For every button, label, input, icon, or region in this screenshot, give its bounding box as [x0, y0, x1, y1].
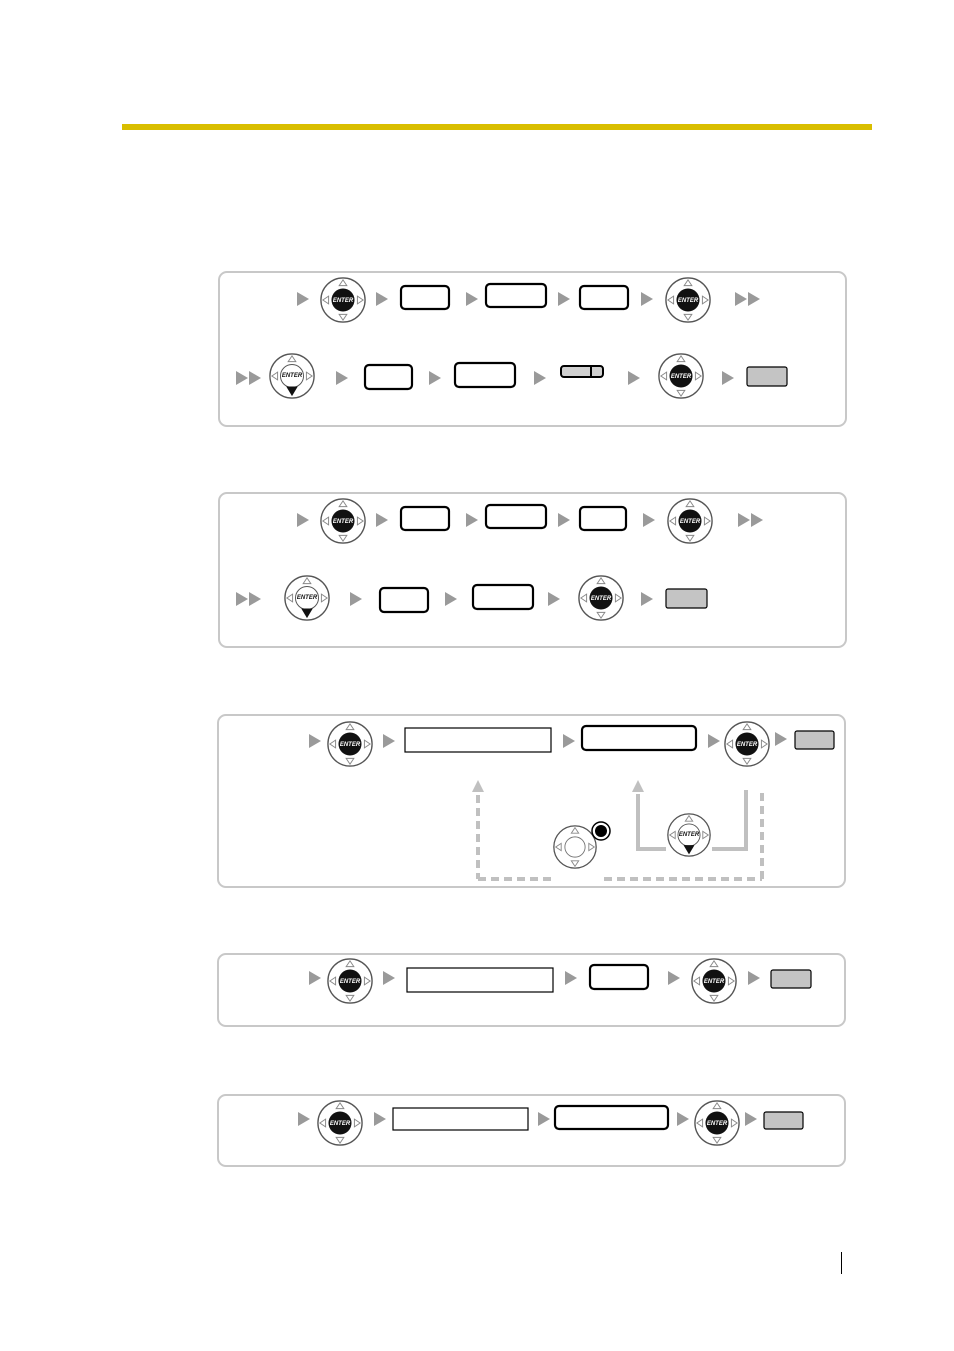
key-outline: [363, 363, 414, 391]
input-field-outline: [406, 967, 554, 993]
input-field-outline: [404, 727, 552, 753]
page-number-divider: [841, 1252, 842, 1274]
key-outline: [453, 361, 517, 389]
store-key-icon: [665, 588, 708, 609]
enter-label: ENTER: [737, 742, 758, 748]
enter-label: ENTER: [282, 373, 303, 379]
key-outline: [378, 586, 430, 614]
key-outline: [399, 505, 451, 532]
enter-label: ENTER: [678, 298, 699, 304]
key-outline: [484, 282, 548, 309]
input-field-outline: [392, 1107, 529, 1131]
store-key-icon: [746, 366, 788, 387]
key-outline: [484, 503, 548, 530]
enter-label: ENTER: [704, 979, 725, 985]
store-key-icon: [794, 730, 835, 750]
enter-label: ENTER: [679, 832, 700, 838]
enter-label: ENTER: [297, 595, 318, 601]
enter-label: ENTER: [680, 519, 701, 525]
repeat-path-solid: [632, 780, 748, 851]
key-outline: [580, 724, 698, 752]
key-outline: [588, 963, 650, 991]
jog-dial-icon: [591, 821, 611, 841]
enter-label: ENTER: [333, 519, 354, 525]
key-outline: [578, 505, 628, 532]
enter-label: ENTER: [671, 374, 692, 380]
key-outline: [578, 284, 630, 311]
header-rule: [122, 124, 872, 130]
store-key-icon: [770, 969, 812, 989]
volume-key-icon: [560, 365, 604, 378]
key-outline: [399, 284, 451, 311]
enter-label: ENTER: [333, 298, 354, 304]
repeat-path-dashed: [472, 780, 764, 881]
navigator-key-icon: [553, 825, 597, 869]
procedure-panel-5: [217, 1094, 846, 1167]
enter-label: ENTER: [330, 1121, 351, 1127]
enter-label: ENTER: [340, 742, 361, 748]
enter-label: ENTER: [707, 1121, 728, 1127]
key-outline: [553, 1104, 670, 1131]
enter-label: ENTER: [591, 596, 612, 602]
store-key-icon: [763, 1111, 804, 1130]
key-outline: [471, 583, 535, 611]
enter-label: ENTER: [340, 979, 361, 985]
